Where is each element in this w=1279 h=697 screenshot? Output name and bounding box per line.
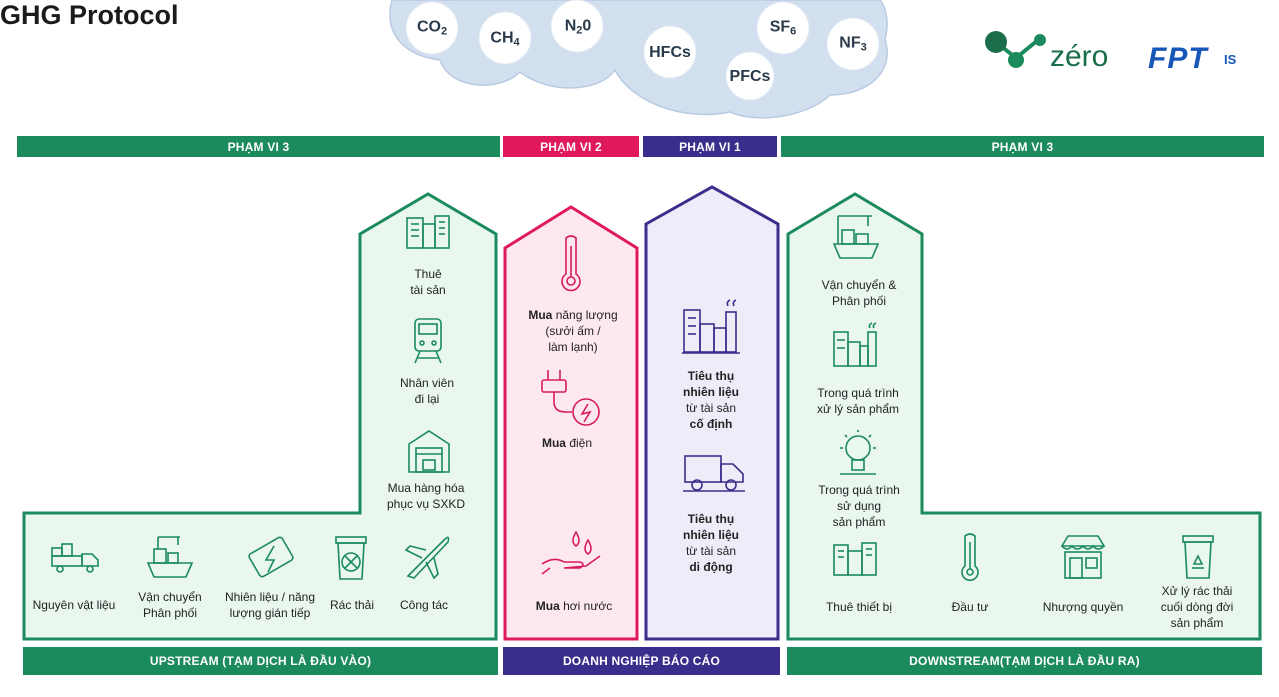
- storefront-icon: [1060, 535, 1106, 579]
- gas-co2: CO2: [416, 18, 448, 38]
- gas-sf6: SF6: [769, 18, 797, 38]
- electricity-label: Mua điện: [541, 436, 593, 450]
- leased-buildings-icon: [406, 215, 450, 249]
- factory-icon: [682, 299, 740, 354]
- gas-hfcs: HFCs: [649, 44, 691, 61]
- water-hand-icon: [541, 530, 601, 575]
- downstream-bar: DOWNSTREAM(TẠM DỊCH LÀ ĐẦU RA): [787, 647, 1262, 675]
- equipment-lease-label: Thuê thiết bị: [825, 600, 893, 614]
- trash-bin-icon: [335, 536, 367, 580]
- delivery-truck-icon: [683, 455, 745, 492]
- light-bulb-icon: [840, 430, 876, 475]
- zero-logo-icon: [985, 31, 1046, 68]
- cargo-ship-icon: [146, 536, 194, 578]
- airplane-icon: [404, 536, 450, 580]
- investment-thermometer-icon: [961, 533, 979, 581]
- energy-label: Mua năng lượng (sưởi ấm /làm lạnh): [528, 308, 618, 354]
- scope1-bar: PHẠM VI 1: [643, 136, 777, 157]
- battery-icon: [248, 536, 294, 578]
- leased-equipment-icon: [833, 542, 877, 576]
- page-title: GHG Protocol: [0, 0, 179, 30]
- fpt-logo-suffix: IS: [1224, 52, 1237, 67]
- gas-pfcs: PFCs: [729, 68, 771, 85]
- warehouse-icon: [408, 430, 450, 473]
- business-label: Công tác: [399, 598, 449, 612]
- upstream-bar: UPSTREAM (TẠM DỊCH LÀ ĐẦU VÀO): [23, 647, 498, 675]
- gas-cloud: [389, 0, 888, 119]
- scope3-right-bar: PHẠM VI 3: [781, 136, 1264, 157]
- ship-crane-icon: [832, 215, 880, 259]
- processing-factory-icon: [833, 322, 877, 367]
- zero-logo-text: zéro: [1050, 40, 1109, 73]
- franchise-label: Nhượng quyền: [1042, 600, 1124, 614]
- materials-truck-icon: [51, 543, 99, 573]
- thermometer-icon: [561, 235, 581, 292]
- fpt-logo-text: FPT: [1148, 42, 1208, 75]
- scope2-bar: PHẠM VI 2: [503, 136, 639, 157]
- company-bar: DOANH NGHIỆP BÁO CÁO: [503, 647, 780, 675]
- electric-plug-icon: [541, 370, 600, 426]
- materials-label: Nguyên vật liệu: [32, 598, 116, 612]
- downstream-transport-label: Vận chuyển &Phân phối: [821, 278, 897, 308]
- waste-label: Rác thải: [329, 598, 375, 612]
- gas-ch4: CH4: [490, 29, 520, 49]
- scope3-left-bar: PHẠM VI 3: [17, 136, 500, 157]
- train-icon: [414, 318, 442, 364]
- gas-nf3: NF3: [839, 34, 867, 54]
- steam-label: Mua hơi nước: [535, 599, 613, 613]
- gas-n2o: N20: [564, 17, 592, 37]
- recycle-bin-icon: [1182, 535, 1214, 579]
- investment-label: Đầu tư: [951, 600, 989, 614]
